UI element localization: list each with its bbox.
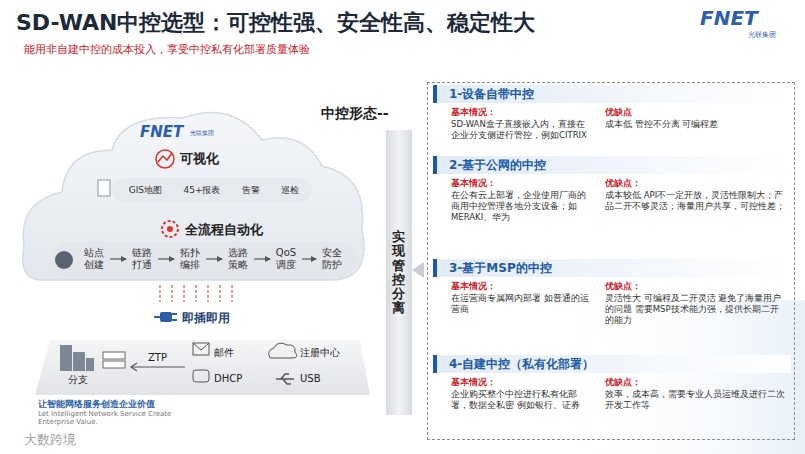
gear-icon	[162, 221, 178, 237]
form-panel: 中控形态--1-设备自带中控基本情况：SD-WAN盒子直接嵌入内，直接在企业分支…	[427, 82, 795, 440]
node-text: 中控形态--	[321, 105, 389, 123]
band-pointer	[412, 262, 424, 278]
step-box: 拓扑编排	[176, 247, 204, 271]
field-body: 在运营商专属网内部署 如普通的运营商	[451, 293, 591, 315]
node-text: 链路打通	[128, 247, 156, 270]
node-text: QoS调度	[272, 247, 300, 270]
step-box: 站点创建	[80, 247, 108, 271]
node-text: 全流程自动化	[185, 221, 263, 239]
label-text: DHCP	[214, 373, 242, 384]
field-body: 企业购买整个中控进行私有化部署，数据全私密 例如银行、证券	[451, 389, 591, 411]
field-body: 灵活性大 可编程及二开灵活 避免了海量用户的问题 需要MSP技术能力强，提供长期…	[605, 293, 785, 326]
node-text: 拓扑编排	[176, 247, 204, 270]
node-text: 实现管控分离	[392, 230, 405, 316]
node-text: 即插即用	[182, 310, 230, 327]
option-section: 4-自建中控（私有化部署） 基本情况：企业购买整个中控进行私有化部署，数据全私密 …	[433, 355, 791, 439]
step-box: 安全防护	[318, 247, 346, 271]
flow-arrow	[302, 258, 316, 259]
section-heading: 3-基于MSP的中控	[433, 259, 791, 277]
subtitle: 能用非自建中控的成本投入，享受中控私有化部署质量体验	[24, 42, 310, 57]
node-text: 安全防护	[318, 247, 346, 270]
node-text: 光联集团	[190, 129, 214, 138]
base-platform	[35, 340, 370, 395]
ztp-arrow	[131, 363, 185, 371]
node-text: 告警	[242, 184, 260, 197]
server-icon	[103, 352, 125, 368]
dhcp-icon	[193, 370, 209, 382]
node-text: 45+报表	[183, 184, 220, 197]
section-heading: 1-设备自带中控	[433, 85, 791, 103]
field-body: SD-WAN盒子直接嵌入内，直接在企业分支侧进行管控，例如CITRIX	[451, 119, 591, 141]
flow-arrow	[206, 258, 222, 259]
cloud-panel: FNET 光联集团可视化 GIS地图 45+报表 告警 巡检全流程自动化站点创建链路打通拓…	[30, 115, 365, 285]
cloud-icon	[269, 343, 297, 358]
flow-arrow	[254, 258, 270, 259]
step-box: QoS调度	[272, 247, 300, 271]
field-body: 成本低 管控不分离 可编程差	[605, 119, 785, 130]
node-text: 可视化	[180, 150, 219, 168]
feature-heading: 可视化	[180, 150, 260, 168]
field-body: 效率，成本高，需要专业人员运维及进行二次开发工作等	[605, 389, 785, 411]
option-section: 2-基于公网的中控基本情况：在公有云上部署，企业使用厂商的商用中控管理各地分支设…	[433, 156, 791, 254]
label-text: 光联集团	[748, 30, 776, 40]
label-text: Let Intelligent Network Service Create E…	[38, 410, 178, 427]
mail-icon	[193, 343, 209, 355]
node-text: FNET	[140, 123, 183, 141]
flow-arrow	[158, 258, 174, 259]
step-box: 链路打通	[128, 247, 156, 271]
label-text: ZTP	[148, 352, 167, 363]
slide-title: SD-WAN中控选型：可控性强、安全性高、稳定性大	[16, 8, 535, 38]
label-text: USB	[300, 373, 321, 384]
field-label: 优缺点：	[605, 281, 641, 293]
label-text: 大数跨境	[24, 431, 76, 449]
field-label: 优缺点：	[605, 178, 641, 190]
section-heading: 2-基于公网的中控	[433, 156, 791, 174]
step-bar	[52, 242, 357, 278]
field-label: 基本情况：	[451, 377, 496, 389]
plug-play-label: 即插即用	[182, 310, 252, 326]
node-text: 选路策略	[224, 247, 252, 270]
node-text: GIS地图	[129, 184, 162, 197]
label-text: 注册中心	[300, 346, 340, 360]
field-label: 基本情况：	[451, 107, 496, 119]
step-box: 选路策略	[224, 247, 252, 271]
automation-group: 全流程自动化站点创建链路打通拓扑编排选路策略 QoS调度安全防护	[55, 220, 355, 278]
plug-icon	[154, 312, 177, 322]
chart-icon	[156, 150, 174, 168]
label-text: 分支	[68, 373, 88, 387]
separation-band: 实现管控分离	[386, 130, 412, 415]
tool-items: GIS地图 45+报表 告警 巡检	[118, 180, 310, 200]
building-icon	[60, 345, 94, 371]
label-text: FNET	[700, 6, 758, 30]
label-text: 邮件	[214, 346, 234, 360]
option-section: 1-设备自带中控基本情况：SD-WAN盒子直接嵌入内，直接在企业分支侧进行管控，…	[433, 85, 791, 153]
tool-bar	[112, 178, 312, 202]
field-label: 优缺点	[605, 107, 632, 119]
option-section: 3-基于MSP的中控基本情况：在运营商专属网内部署 如普通的运营商 优缺点：灵活性…	[433, 259, 791, 349]
field-body: 在公有云上部署，企业使用厂商的商用中控管理各地分支设备；如MERAKI、华为	[451, 190, 591, 223]
field-label: 优缺点：	[605, 377, 641, 389]
flow-arrow	[110, 258, 126, 259]
label-text: 让智能网络服务创造企业价值	[38, 398, 155, 411]
usb-icon	[276, 374, 294, 384]
field-label: 基本情况：	[451, 281, 496, 293]
field-body: 成本较低 API不一定开放，灵活性限制大；产品二开不够灵活；海量用户共享，可控性…	[605, 190, 785, 212]
field-label: 基本情况：	[451, 178, 496, 190]
globe-backdrop	[560, 300, 805, 454]
node-text: 巡检	[281, 184, 299, 197]
cloud-shape	[23, 112, 364, 280]
doc-icon	[98, 180, 110, 196]
section-heading: 4-自建中控（私有化部署）	[433, 355, 791, 373]
plug-lines	[160, 285, 232, 302]
node-text: 站点创建	[80, 247, 108, 270]
head-icon	[55, 251, 73, 269]
